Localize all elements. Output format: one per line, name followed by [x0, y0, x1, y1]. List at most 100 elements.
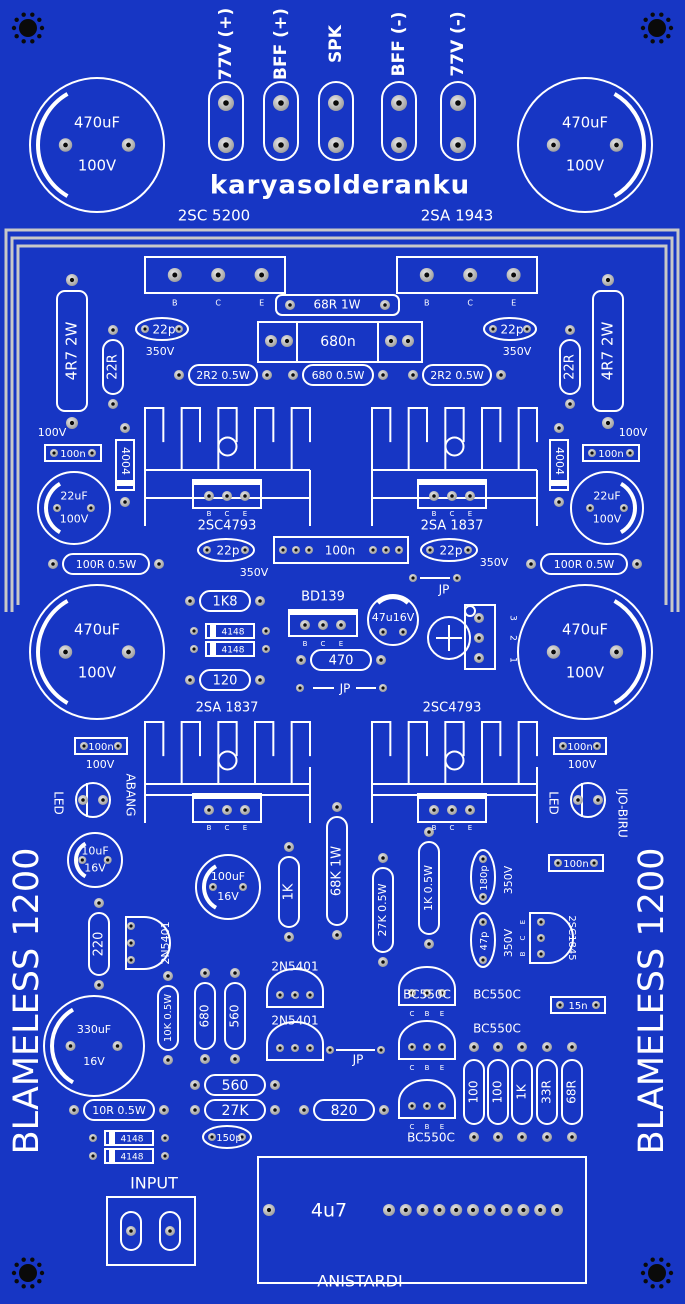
pad-hole	[561, 744, 565, 748]
transistor-tab	[193, 794, 261, 799]
pad-hole	[511, 272, 517, 278]
led-label: LED	[52, 791, 66, 815]
board-title: BLAMELESS 1200	[632, 848, 672, 1155]
resistor-outline	[157, 985, 179, 1051]
resistor-value: 100	[467, 1081, 481, 1104]
pad-hole	[55, 506, 59, 510]
pad-hole	[225, 494, 229, 498]
electrolytic-capacitor	[570, 471, 644, 545]
to92-outline	[266, 1021, 324, 1061]
pad-hole	[223, 100, 229, 106]
pad-hole	[106, 858, 110, 862]
to92-outline	[529, 912, 574, 964]
pad-hole	[450, 808, 454, 812]
terminal-outline	[263, 81, 299, 161]
capacitor-polarity-arc	[50, 1007, 75, 1085]
capacitor-polarity-arc	[202, 864, 218, 910]
pad-hole	[499, 373, 503, 377]
pad-hole	[551, 649, 556, 655]
transistor-tab	[289, 610, 357, 615]
pad-hole	[81, 798, 85, 802]
mount-via	[650, 12, 655, 17]
pin-label: E	[339, 640, 343, 648]
capacitor-voltage: 100V	[86, 758, 115, 771]
pad-hole	[529, 562, 533, 566]
resistor-value: 1K8	[212, 595, 237, 610]
q-label: 2SC 5200	[178, 207, 250, 225]
pad-hole	[477, 656, 481, 660]
pad-hole	[437, 1207, 442, 1213]
pad-hole	[243, 808, 247, 812]
pad-hole	[233, 971, 237, 975]
terminal-label: 77V (-)	[448, 11, 468, 76]
pin-label: B	[303, 640, 308, 648]
capacitor-voltage: 100V	[38, 426, 67, 439]
pin-label: E	[511, 299, 516, 308]
pin-label: B	[207, 824, 212, 832]
pad-hole	[596, 798, 600, 802]
q-label: 2N5401	[159, 921, 172, 964]
pad-hole	[240, 1135, 244, 1139]
pad-hole	[405, 338, 411, 344]
mount-via	[666, 17, 671, 22]
pad-hole	[116, 744, 120, 748]
mount-via	[37, 34, 42, 39]
pad-hole	[440, 991, 444, 995]
pad-hole	[410, 1045, 414, 1049]
diode-outline	[205, 623, 255, 639]
mounting-hole	[19, 1264, 37, 1282]
capacitor-value: 100n	[88, 742, 113, 753]
input-label: INPUT	[130, 1174, 178, 1193]
electrolytic-capacitor	[195, 854, 261, 920]
resistor-value: 100	[491, 1081, 505, 1104]
mount-via	[640, 25, 646, 31]
capacitor-voltage: 16V	[217, 890, 239, 903]
pad-hole	[381, 630, 385, 634]
pad-hole	[335, 805, 339, 809]
pad-hole	[454, 1207, 459, 1213]
capacitor-outline	[273, 536, 409, 564]
pad-hole	[491, 327, 495, 331]
pin-label: B	[424, 299, 430, 308]
capacitor-voltage: 350V	[503, 345, 532, 358]
resistor-value: 22R	[106, 354, 121, 380]
capacitor-value: 100n	[598, 449, 623, 460]
film-capacitor	[257, 321, 423, 363]
pad-hole	[294, 548, 298, 552]
heatsink-fins	[371, 407, 538, 470]
diode-band	[210, 624, 216, 638]
pad-hole	[177, 373, 181, 377]
pad-hole	[278, 142, 284, 148]
pad-hole	[303, 623, 307, 627]
mount-via	[659, 1257, 664, 1262]
pad-hole	[472, 1045, 476, 1049]
pad-hole	[605, 420, 611, 426]
resistor-outline	[204, 1074, 266, 1096]
pin-label: C	[467, 299, 473, 308]
pad-hole	[210, 1135, 214, 1139]
pad-hole	[97, 901, 101, 905]
pad-hole	[432, 494, 436, 498]
resistor-outline	[561, 1059, 583, 1125]
pad-hole	[52, 451, 56, 455]
capacitor-value: 4u7	[311, 1200, 347, 1222]
pad-hole	[333, 142, 339, 148]
pad-hole	[82, 744, 86, 748]
capacitor-value: 100n	[567, 742, 592, 753]
pad-hole	[538, 1207, 543, 1213]
resistor-outline	[326, 816, 348, 926]
pin-label: E	[259, 299, 264, 308]
resistor-outline	[194, 982, 216, 1050]
mount-via	[650, 1257, 655, 1262]
pad-hole	[129, 924, 133, 928]
ceramic-capacitor	[483, 317, 537, 341]
q-label: BC550C	[473, 988, 521, 1002]
pad-hole	[333, 100, 339, 106]
resistor-value: 27K	[222, 1103, 250, 1119]
ceramic-capacitor	[197, 538, 255, 562]
pad-hole	[450, 494, 454, 498]
pad-hole	[203, 971, 207, 975]
pad-hole	[90, 451, 94, 455]
pad-hole	[472, 1135, 476, 1139]
